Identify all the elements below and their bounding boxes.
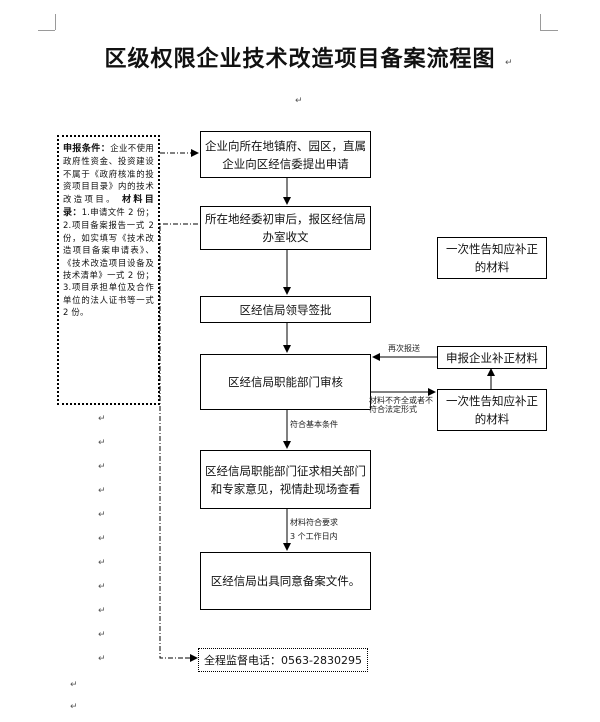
paragraph-mark: ↵ [98, 486, 106, 496]
paragraph-mark: ↵ [98, 558, 106, 568]
resubmit-box: 申报企业补正材料 [437, 346, 547, 369]
connector-dash-loop [159, 223, 198, 659]
step-leader-approval: 区经信局领导签批 [200, 296, 371, 323]
corner-mark-top-right [540, 14, 541, 30]
label-three-days: 3 个工作日内 [290, 532, 338, 541]
step-preliminary-review: 所在地经委初审后，报区经信局办室收文 [200, 206, 371, 250]
label-meets-basic: 符合基本条件 [290, 420, 338, 429]
materials-text: 1.申请文件 2 份；2.项目备案报告一式 2 份，如实填写《技术改造项目备案申… [63, 207, 154, 318]
paragraph-mark: ↵ [98, 414, 106, 424]
materials-heading: 材料目录： [63, 194, 154, 219]
paragraph-mark: ↵ [98, 582, 106, 592]
notice-box-bottom: 一次性告知应补正的材料 [437, 389, 547, 431]
paragraph-mark: ↵ [70, 680, 78, 690]
notice-box-top: 一次性告知应补正的材料 [437, 237, 547, 279]
step-apply: 企业向所在地镇府、园区，直属企业向区经信委提出申请 [200, 131, 371, 178]
paragraph-mark: ↵ [98, 606, 106, 616]
step-issue-approval: 区经信局出具同意备案文件。 [200, 552, 371, 610]
corner-mark-top-left [55, 14, 56, 30]
page-title: 区级权限企业技术改造项目备案流程图 [104, 47, 496, 72]
step-dept-review: 区经信局职能部门审核 [200, 354, 371, 410]
step-expert-opinion: 区经信局职能部门征求相关部门和专家意见，视情赴现场查看 [200, 450, 371, 509]
conditions-heading: 申报条件： [63, 144, 111, 154]
paragraph-mark: ↵ [98, 510, 106, 520]
paragraph-mark: ↵ [98, 630, 106, 640]
paragraph-mark: ↵ [98, 534, 106, 544]
paragraph-mark: ↵ [70, 702, 78, 712]
paragraph-mark: ↵ [98, 654, 106, 664]
corner-mark-top-left-h [38, 30, 55, 31]
conditions-panel: 申报条件：企业不使用政府性资金、投资建设不属于《政府核准的投资项目目录》内的技术… [57, 135, 160, 405]
conditions-text: 企业不使用政府性资金、投资建设不属于《政府核准的投资项目目录》内的技术改造项目。 [63, 143, 154, 204]
corner-mark-top-right-h [540, 30, 558, 31]
label-resubmit-again: 再次报送 [388, 344, 420, 353]
paragraph-mark: ↵ [505, 58, 513, 68]
supervision-hotline: 全程监督电话：0563-2830295 [198, 648, 368, 672]
label-incomplete: 材料不齐全或者不符合法定形式 [369, 396, 433, 414]
paragraph-mark: ↵ [98, 462, 106, 472]
paragraph-mark: ↵ [98, 438, 106, 448]
label-meets-req: 材料符合要求 [290, 518, 338, 527]
paragraph-mark: ↵ [295, 96, 303, 106]
